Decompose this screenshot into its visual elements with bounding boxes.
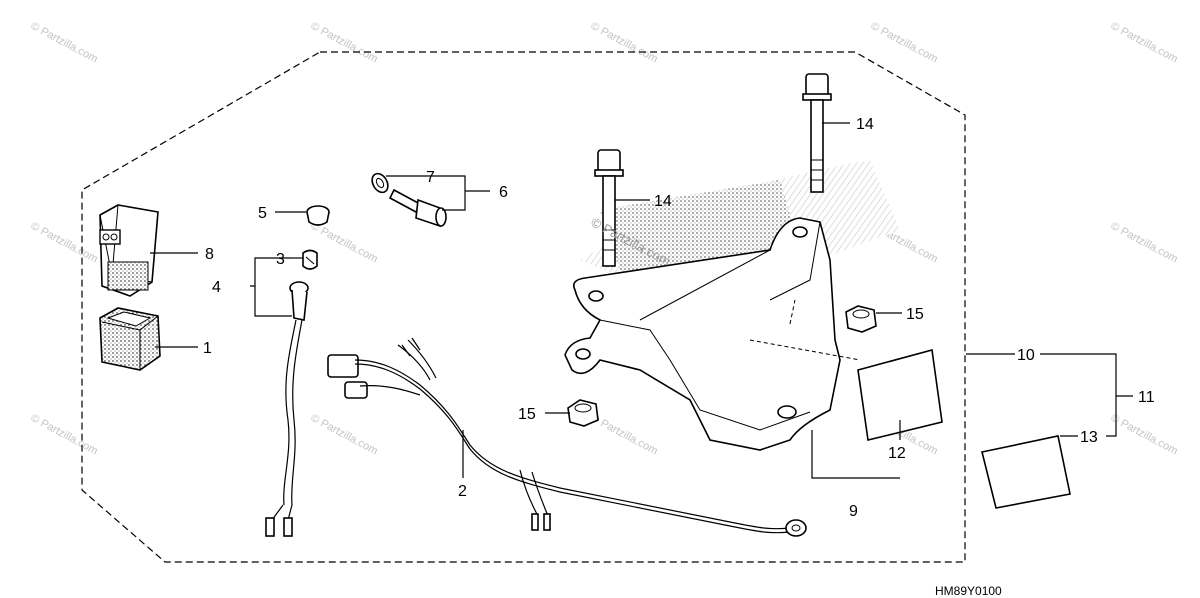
watermark: © Partzilla.com [869,20,940,65]
watermark: © Partzilla.com [309,220,380,265]
watermark: © Partzilla.com [29,20,100,65]
watermark: © Partzilla.com [309,412,380,457]
callout-15-right: 15 [906,306,924,323]
callout-4: 4 [212,279,221,296]
callout-9: 9 [849,503,858,520]
part-14-bolt-right [802,73,832,193]
watermark: © Partzilla.com [1109,220,1180,265]
callout-12: 12 [888,445,906,462]
callout-5: 5 [258,205,267,222]
callouts: 8 1 5 3 4 7 6 14 14 15 15 2 12 9 10 11 1… [203,116,1155,520]
callout-10: 10 [1017,347,1035,364]
part-2-wire-harness [327,337,807,537]
watermark: © Partzilla.com [29,220,100,265]
callout-6: 6 [499,184,508,201]
part-4-socket-harness [265,281,309,537]
part-15-nut-right [845,305,877,333]
part-5-cap [306,205,330,226]
watermark: © Partzilla.com [589,20,660,65]
callout-14-right: 14 [856,116,874,133]
part-1-cover [99,307,161,371]
watermark: © Partzilla.com [1109,412,1180,457]
part-13-label [981,435,1071,509]
part-15-nut-left [567,399,599,427]
callout-11: 11 [1138,389,1155,406]
assembly-boundary [81,51,966,563]
watermark: © Partzilla.com [589,412,660,457]
diagram-code: HM89Y0100 [935,584,1002,598]
callout-2: 2 [458,483,467,500]
callout-14-left: 14 [654,193,672,210]
callout-1: 1 [203,340,212,357]
part-8-unit [99,204,159,297]
part-12-label [857,348,943,441]
callout-8: 8 [205,246,214,263]
watermark: © Partzilla.com [1109,20,1180,65]
part-6-sender [371,172,447,228]
part-3-bulb [302,249,318,270]
watermark: © Partzilla.com [309,20,380,65]
watermark: © Partzilla.com [29,412,100,457]
callout-7: 7 [426,169,435,186]
callout-13: 13 [1080,429,1098,446]
part-14-bolt-left [594,149,624,267]
callout-15-left: 15 [518,406,536,423]
leader-lines [150,122,1133,479]
callout-3: 3 [276,251,285,268]
